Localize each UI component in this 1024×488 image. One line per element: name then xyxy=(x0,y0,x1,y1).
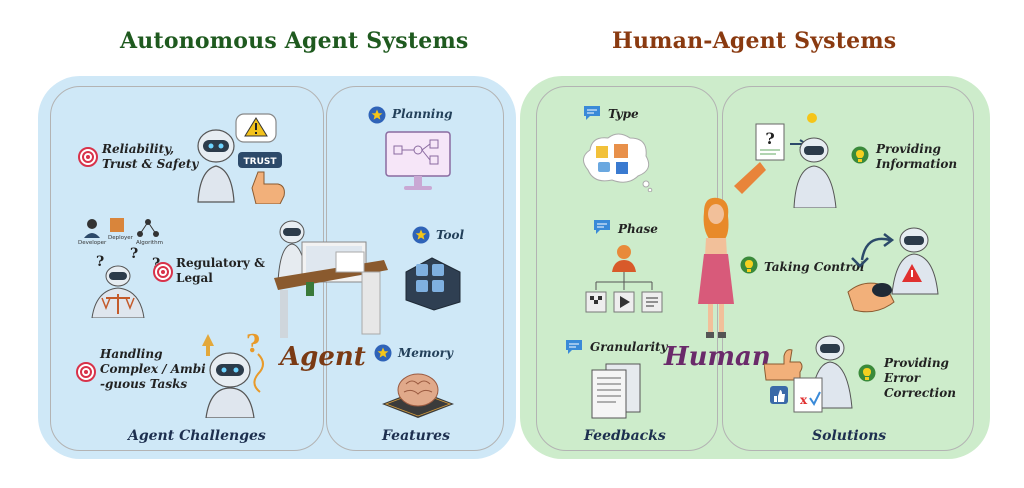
lightbulb-icon xyxy=(858,364,876,382)
features-heading: Features xyxy=(382,428,450,444)
role-algorithm: Algorithm xyxy=(136,240,163,246)
challenge-handling-label: Handling Complex / Ambi -guous Tasks xyxy=(100,347,206,391)
brain-chip-icon xyxy=(382,373,454,418)
feedback-phase-label: Phase xyxy=(618,222,658,236)
feedback-granularity-label: Granularity xyxy=(590,340,668,354)
svg-text:?: ? xyxy=(152,256,160,272)
feature-memory-label: Memory xyxy=(398,346,453,360)
trust-badge-text: TRUST xyxy=(244,157,278,167)
feedback-type-label: Type xyxy=(608,107,639,121)
agent-desk-illustration xyxy=(274,220,388,338)
solutions-heading: Solutions xyxy=(812,428,887,444)
correction-robot-icon: x xyxy=(764,335,853,413)
svg-text:?: ? xyxy=(130,246,138,262)
confused-robot-icon: ? xyxy=(202,330,264,418)
stakeholders-icon: ? ? ? xyxy=(84,218,160,319)
role-developer: Developer xyxy=(78,240,107,246)
feature-tool-label: Tool xyxy=(436,228,465,242)
human-figure-illustration xyxy=(698,197,734,338)
agent-challenges-heading: Agent Challenges xyxy=(128,428,266,444)
toolbox-icon xyxy=(405,257,461,311)
svg-text:?: ? xyxy=(96,254,104,270)
target-icon xyxy=(76,362,96,382)
planning-monitor-icon xyxy=(385,131,451,190)
star-badge-icon xyxy=(374,344,392,362)
feedback-type-cloud-icon xyxy=(583,133,653,192)
feedbacks-heading: Feedbacks xyxy=(584,428,666,444)
role-deployer: Deployer xyxy=(108,235,133,241)
lightbulb-icon xyxy=(851,146,869,164)
chat-bubble-icon xyxy=(584,106,600,120)
target-icon xyxy=(153,262,173,282)
lightbulb-icon xyxy=(740,256,758,274)
stakeholder-roles: ? ? ? Developer Deployer Algorithm xyxy=(78,218,188,319)
solution-taking-control-label: Taking Control xyxy=(764,260,865,274)
feature-planning-label: Planning xyxy=(392,107,453,121)
solution-error-correction-label: Providing Error Correction xyxy=(884,356,956,400)
human-word: Human xyxy=(664,342,771,372)
target-icon xyxy=(78,147,98,167)
challenge-regulatory-label: Regulatory & Legal xyxy=(176,256,265,285)
svg-text:x: x xyxy=(800,393,808,407)
star-badge-icon xyxy=(412,226,430,244)
right-title: Human-Agent Systems xyxy=(612,28,897,54)
star-badge-icon xyxy=(368,106,386,124)
left-title: Autonomous Agent Systems xyxy=(120,28,469,54)
svg-text:?: ? xyxy=(765,129,774,148)
control-robot-icon xyxy=(847,227,939,313)
solution-providing-information-label: Providing Information xyxy=(876,142,958,171)
chat-bubble-icon xyxy=(594,220,610,234)
challenge-reliability-label: Reliability, Trust & Safety xyxy=(102,142,199,171)
documents-icon xyxy=(591,363,641,419)
info-robot-icon: ? xyxy=(734,113,837,208)
robot-trust-icon: TRUST xyxy=(197,113,285,204)
chat-bubble-icon xyxy=(566,340,582,354)
svg-text:?: ? xyxy=(246,330,260,358)
phase-flow-icon xyxy=(585,245,663,313)
agent-word: Agent xyxy=(280,342,366,372)
